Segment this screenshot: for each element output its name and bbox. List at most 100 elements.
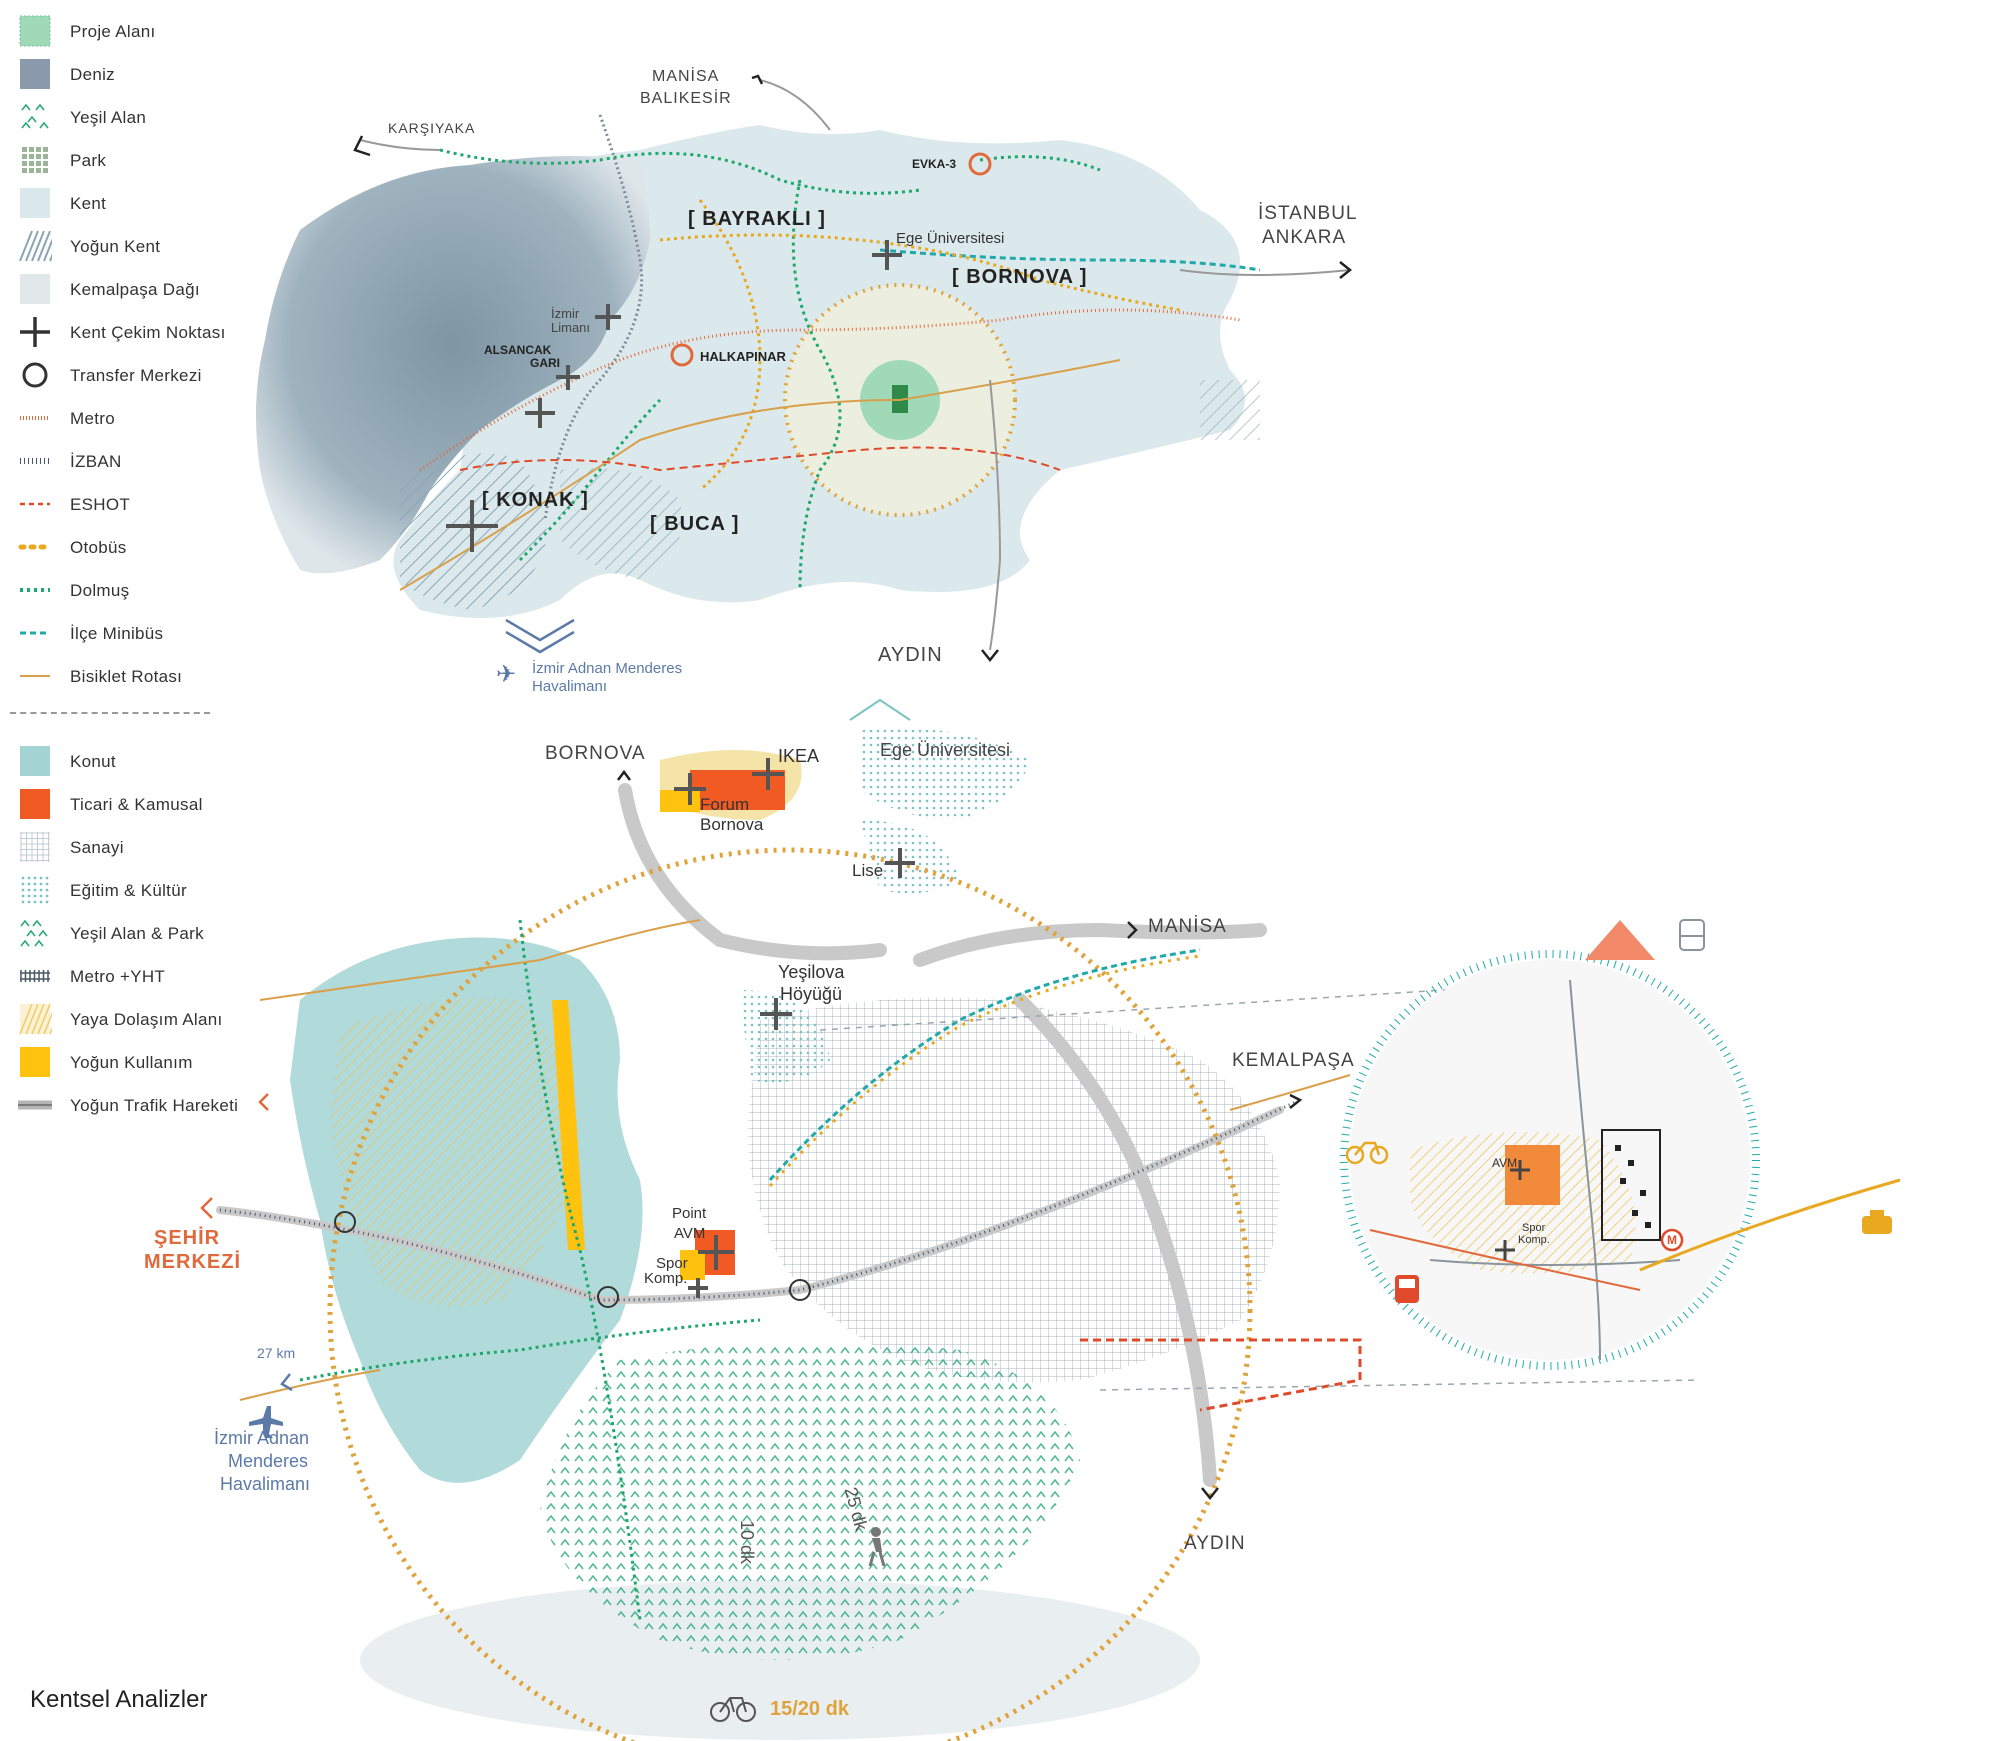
label-manisa: MANİSA [652,68,720,85]
label-spor-2: Komp. [644,1270,688,1287]
legend-item-dolmus: Dolmuş [18,569,248,609]
label-aydin-bottom: AYDIN [1184,1533,1246,1554]
legend-label: Yoğun Trafik Hareketi [70,1096,239,1115]
circle-swatch-icon [18,358,52,392]
inset-cross-spor [1495,1240,1515,1260]
label-sehir-2: MERKEZİ [144,1251,241,1273]
arrow-bornova-bottom [617,769,631,781]
pedestrian-zone [330,998,580,1307]
legend-label: Kemalpaşa Dağı [70,280,200,299]
label-halkapinar: HALKAPINAR [700,349,786,364]
yogun-point [680,1250,705,1280]
dolmus-2 [979,155,1101,172]
inset-metro-badge [1660,1228,1684,1252]
cross-alsancak [556,365,580,390]
arrow-aydin-bottom [1201,1487,1219,1501]
legend-item-yesil: Yeşil Alan [18,96,248,136]
kent-swatch-icon [18,186,52,220]
inset-label-avm: AVM [1492,1156,1518,1170]
arrow-kemalpasa [1289,1093,1303,1109]
district-buca: [ BUCA ] [650,513,740,535]
route-bike-b [239,1369,381,1401]
arrow-karsiyaka [353,135,371,157]
route-manisa [759,79,831,131]
legend-label: Proje Alanı [70,22,156,41]
label-forum-2: Bornova [700,815,764,834]
inset-bus-icon [1395,1275,1419,1303]
legend-separator [10,712,210,714]
cross-konak-big [446,500,498,552]
board-caption: Kentsel Analizler [30,1686,208,1713]
yesilpark-swatch-icon [18,916,52,950]
yesil-swatch-icon [18,100,52,134]
airplane-icon-top: ✈ [496,661,517,688]
legend-label: Yeşil Alan & Park [70,924,204,943]
label-istanbul: İSTANBUL [1258,203,1358,224]
cross-spor [688,1278,708,1298]
route-bike-c [1229,1074,1351,1111]
arrow-airport [505,618,575,654]
inset-bus-route [1639,1178,1901,1272]
label-ankara: ANKARA [1262,227,1347,248]
traffic-bornova [618,783,887,961]
label-alsancak: ALSANCAK [484,343,552,357]
label-point-1: Point [672,1205,707,1222]
label-gari: GARI [530,356,560,370]
legend-label: Ticari & Kamusal [70,795,203,814]
legend-label: Eğitim & Kültür [70,881,187,900]
izban-swatch-icon [18,444,52,478]
cross-yesilova [760,998,792,1030]
label-balikesir: BALIKESİR [640,90,732,107]
legend-label: Metro [70,409,115,428]
konut-swatch-icon [18,744,52,778]
cross-liman [595,304,621,330]
legend-label: Park [70,151,107,170]
legend-item-proje: Proje Alanı [18,10,248,50]
district-bornova: [ BORNOVA ] [952,266,1088,288]
traffic-metro [216,1106,1284,1305]
label-forum-1: Forum [700,795,750,814]
yaya-swatch-icon [18,1002,63,1036]
bicycle-icon-bottom [710,1697,756,1722]
label-izmir-limani-1: İzmir [551,306,580,321]
dag-swatch-icon [18,272,52,306]
label-evka3: EVKA-3 [912,157,957,171]
industrial-east [748,997,1280,1383]
arrow-aydin [981,649,999,663]
dense-city-buca [560,468,682,580]
legend-label: Transfer Merkezi [70,366,202,385]
label-sehir-1: ŞEHİR [154,1227,221,1249]
inset-avm [1505,1145,1560,1205]
legend-item-sanayi: Sanayi [18,826,248,866]
legend-item-minibus: İlçe Minibüs [18,612,248,652]
legend-label: Yoğun Kent [70,237,161,256]
legend-label: Deniz [70,65,115,84]
label-airport-bottom-2: Menderes [228,1451,309,1471]
legend-item-otobus: Otobüs [18,526,248,566]
label-kemalpasa: KEMALPAŞA [1232,1050,1355,1071]
airplane-icon-bottom [249,1406,283,1438]
cross-swatch-icon [18,315,52,349]
legend-item-metroyht: Metro +YHT [18,955,248,995]
label-15-20dk: 15/20 dk [770,1698,849,1720]
inset-taxi-icon [1862,1210,1892,1234]
legend-label: Bisiklet Rotası [70,667,183,686]
legend-label: ESHOT [70,495,131,514]
legend-item-egitim: Eğitim & Kültür [18,869,248,909]
metro-swatch-icon [18,401,52,435]
route-karsiyaka [359,139,441,151]
sea-area [256,156,650,574]
legend-label: Dolmuş [70,581,130,600]
legend-item-kent: Kent [18,182,248,222]
legend-label: İZBAN [70,452,122,471]
station-3 [789,1279,811,1301]
yogunkul-swatch-icon [18,1045,52,1079]
label-aydin-top: AYDIN [878,644,943,666]
station-1 [334,1211,356,1233]
izban-line [543,114,644,521]
legend-item-dag: Kemalpaşa Dağı [18,268,248,308]
arrow-sehir [200,1197,213,1219]
route-istanbul [1179,269,1351,276]
